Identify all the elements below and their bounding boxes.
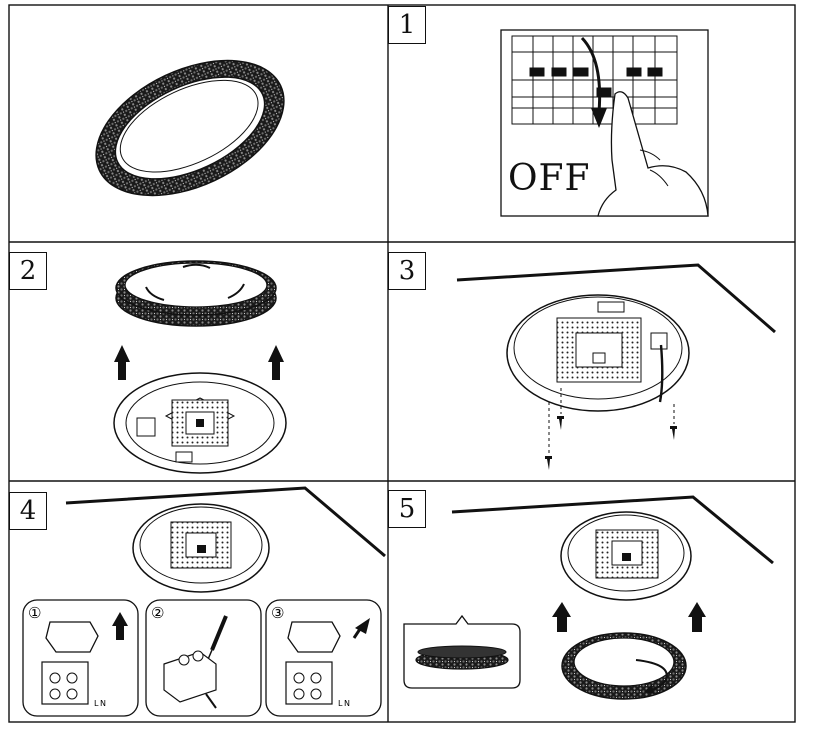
- wire-label-live: L: [94, 699, 99, 708]
- substep-2: [145, 599, 262, 717]
- screw-icon: [545, 416, 677, 470]
- arrow-up-icon: [552, 602, 571, 632]
- step-number-1: 1: [388, 6, 426, 44]
- step-number-5: 5: [388, 490, 426, 528]
- substep-3: L N: [265, 599, 382, 717]
- substep-1: L N: [22, 599, 139, 717]
- arrow-up-icon: [114, 345, 130, 380]
- detail-callout: [403, 614, 521, 689]
- hand-icon: [597, 91, 709, 217]
- arrow-down-icon: [580, 36, 602, 113]
- wire-label-neutral: N: [100, 699, 106, 708]
- wire-label-live: L: [338, 699, 343, 708]
- step-number-4: 4: [9, 492, 47, 530]
- substep-number-2: ②: [151, 604, 165, 622]
- rotate-arrow-icon: [635, 659, 668, 691]
- wire-label-neutral: N: [344, 699, 350, 708]
- panel-attach-cover: [403, 495, 774, 700]
- substep-number-1: ①: [28, 604, 42, 622]
- panel-mount-base: [456, 263, 776, 470]
- panel-product: [95, 59, 285, 197]
- panel-grid: [8, 4, 796, 723]
- panel-remove-cover: [113, 260, 287, 474]
- panel-power-off: [500, 29, 709, 217]
- panel-wiring: L N L N: [22, 486, 386, 717]
- arrow-up-icon: [268, 345, 284, 380]
- ceiling-line: [65, 486, 386, 558]
- ceiling-line: [451, 495, 774, 565]
- base-plate: [560, 511, 692, 601]
- off-label: OFF: [508, 158, 591, 199]
- substep-number-3: ③: [271, 604, 285, 622]
- screwdriver-icon: [210, 615, 228, 651]
- step-number-2: 2: [9, 252, 47, 290]
- base-plate: [132, 503, 270, 593]
- base-plate: [113, 372, 287, 474]
- ceiling-line: [456, 263, 776, 334]
- base-plate: [506, 294, 690, 412]
- arrow-up-icon: [688, 602, 706, 632]
- step-number-3: 3: [388, 252, 426, 290]
